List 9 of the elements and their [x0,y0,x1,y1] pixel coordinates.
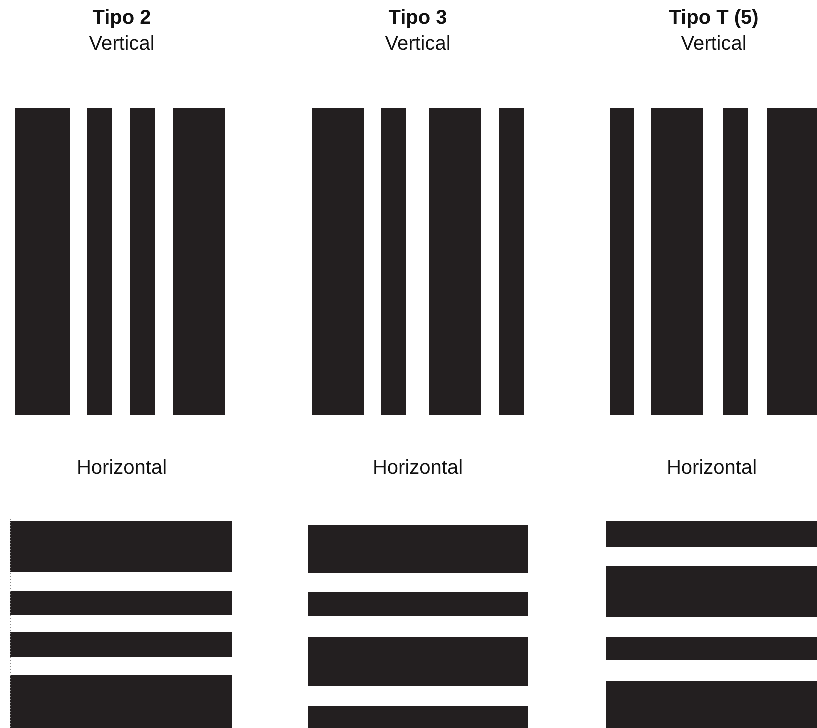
type-heading: Tipo 2 [92,8,152,28]
type-heading: Tipo T (5) [669,8,759,28]
orientation-label: Vertical [89,34,155,54]
orientation-label: Vertical [385,34,451,54]
orientation-label: Horizontal [372,458,464,478]
type-heading: Tipo 3 [388,8,448,28]
orientation-label: Vertical [681,34,747,54]
orientation-label: Horizontal [666,458,758,478]
orientation-label: Horizontal [76,458,168,478]
